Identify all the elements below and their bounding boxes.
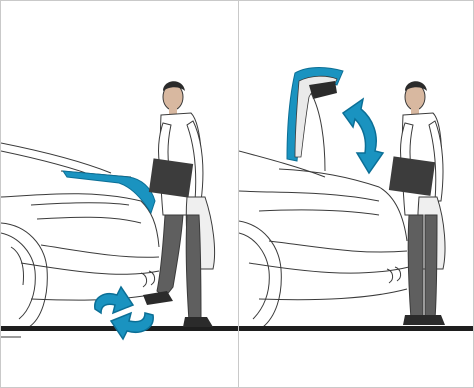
car-rear-outline [239,151,409,327]
car-rear-outline [1,143,161,337]
person-figure [389,81,445,325]
tailgate-open-arrow-icon [343,99,383,173]
folder [389,156,435,196]
folder [149,158,193,197]
kick-scene [1,1,239,388]
panel-kick-gesture [0,0,239,388]
tailgate-highlight [63,171,155,213]
tailgate-scene [239,1,474,388]
ground-line [239,326,474,331]
open-tailgate [287,68,343,172]
panel-tailgate-open [238,0,474,388]
